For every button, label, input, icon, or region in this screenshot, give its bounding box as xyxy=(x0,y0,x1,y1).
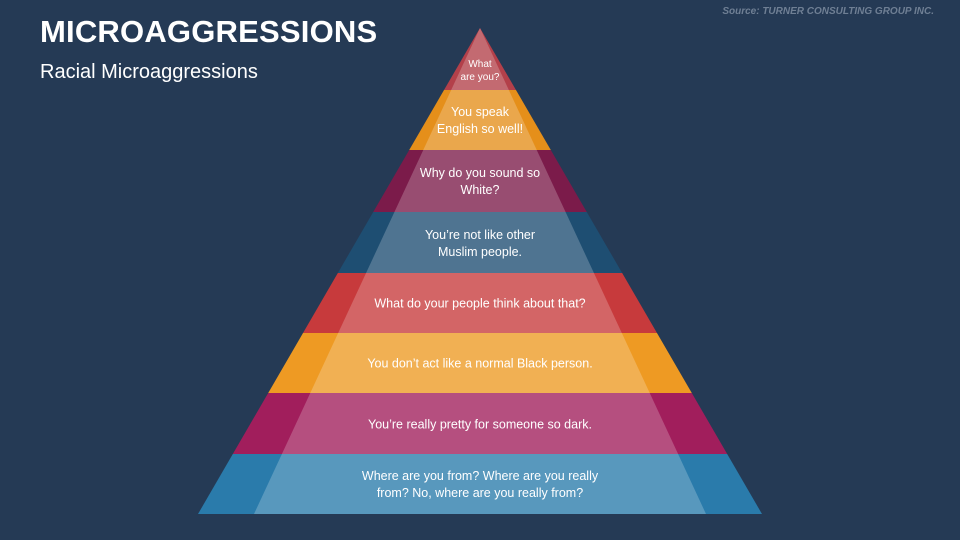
pyramid-level-6 xyxy=(268,333,692,393)
pyramid-level-8 xyxy=(198,454,762,514)
pyramid-level-1-label: What are you? xyxy=(460,59,500,83)
pyramid-level-3 xyxy=(373,150,587,212)
pyramid-level-5 xyxy=(303,273,657,333)
source-note: Source: TURNER CONSULTING GROUP INC. xyxy=(722,6,934,17)
pyramid-level-4-label: You’re not like other Muslim people. xyxy=(424,227,536,259)
page-title: MICROAGGRESSIONS xyxy=(40,14,378,49)
pyramid-level-4 xyxy=(337,212,623,273)
pyramid-level-7 xyxy=(232,393,728,454)
pyramid-level-5-label: What do your people think about that? xyxy=(374,296,586,311)
pyramid-highlight-overlay xyxy=(254,28,706,514)
pyramid-level-2-label: You speak English so well! xyxy=(436,105,524,136)
pyramid-level-8-label: Where are you from? Where are you really… xyxy=(361,469,599,500)
page-subtitle: Racial Microaggressions xyxy=(40,61,258,83)
pyramid-level-2 xyxy=(409,90,551,150)
pyramid-level-3-label: Why do you sound so White? xyxy=(419,166,541,197)
pyramid-level-1 xyxy=(444,28,516,90)
pyramid-level-6-label: You don’t act like a normal Black person… xyxy=(367,356,593,371)
pyramid-level-7-label: You’re really pretty for someone so dark… xyxy=(368,417,592,431)
